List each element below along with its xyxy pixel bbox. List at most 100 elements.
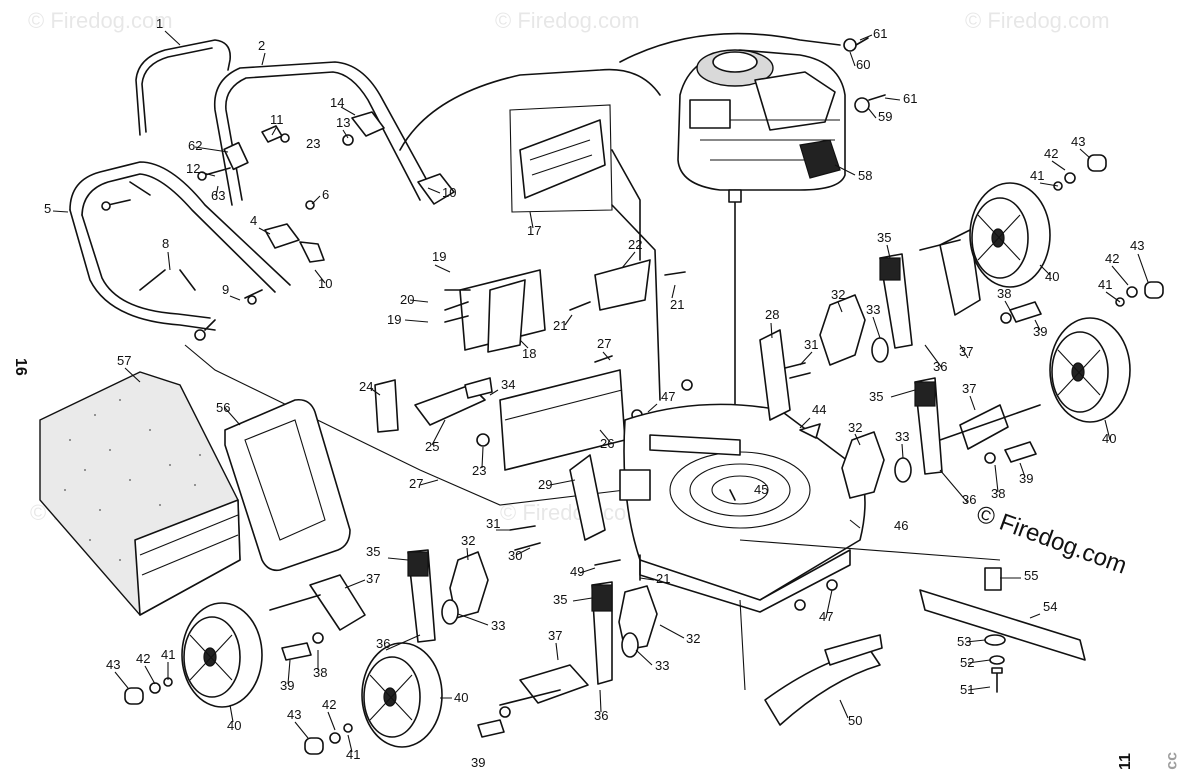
- callout-8: 8: [162, 236, 169, 251]
- callout-13: 13: [336, 115, 350, 130]
- handle-assembly: [69, 39, 455, 341]
- callout-23a: 23: [306, 136, 320, 151]
- callout-58: 58: [858, 168, 872, 183]
- callout-19b: 19: [387, 312, 401, 327]
- wheel-front-right: [1049, 317, 1131, 423]
- callout-57: 57: [117, 353, 131, 368]
- callout-41a: 41: [1030, 168, 1044, 183]
- callout-31b: 31: [804, 337, 818, 352]
- watermark-5: © Firedog.com: [500, 500, 645, 525]
- callout-33a: 33: [866, 302, 880, 317]
- callout-33b: 33: [895, 429, 909, 444]
- watermark-1: © Firedog.com: [28, 8, 173, 33]
- corner-mark-2: ɔɔ: [1164, 752, 1180, 770]
- grass-bag: [39, 371, 351, 616]
- callout-9: 9: [222, 282, 229, 297]
- callout-18: 18: [522, 346, 536, 361]
- callout-35a: 35: [877, 230, 891, 245]
- callout-42d: 42: [322, 697, 336, 712]
- callout-36c: 36: [376, 636, 390, 651]
- callout-63: 63: [211, 188, 225, 203]
- wheel-rear-right: [969, 182, 1051, 288]
- rear-door-assembly: [184, 259, 693, 506]
- callout-2: 2: [258, 38, 265, 53]
- wheel-front-left: [361, 642, 443, 748]
- callout-37b: 37: [962, 381, 976, 396]
- callout-33c: 33: [491, 618, 505, 633]
- callout-61b: 61: [903, 91, 917, 106]
- callout-43a: 43: [1071, 134, 1085, 149]
- callout-42a: 42: [1044, 146, 1058, 161]
- callout-38b: 38: [991, 486, 1005, 501]
- callout-35c: 35: [366, 544, 380, 559]
- callout-32c: 32: [461, 533, 475, 548]
- callout-44: 44: [812, 402, 826, 417]
- callout-43d: 43: [287, 707, 301, 722]
- callout-12: 12: [186, 161, 200, 176]
- callout-21a: 21: [670, 297, 684, 312]
- callout-60: 60: [856, 57, 870, 72]
- callout-39b: 39: [1019, 471, 1033, 486]
- callout-34: 34: [501, 377, 515, 392]
- callout-53: 53: [957, 634, 971, 649]
- callout-32a: 32: [831, 287, 845, 302]
- callout-46: 46: [894, 518, 908, 533]
- callout-28: 28: [765, 307, 779, 322]
- callout-43b: 43: [1130, 238, 1144, 253]
- callout-59: 59: [878, 109, 892, 124]
- wheel-rear-left: [181, 602, 263, 708]
- callout-39c: 39: [280, 678, 294, 693]
- callout-29: 29: [538, 477, 552, 492]
- callout-30: 30: [508, 548, 522, 563]
- callout-35d: 35: [553, 592, 567, 607]
- callout-labels: 1 2 4 5 6 8 9 10 10 11 12 13 14 17 18 19…: [44, 16, 1144, 770]
- callout-26: 26: [600, 436, 614, 451]
- callout-32b: 32: [848, 420, 862, 435]
- callout-11: 11: [270, 112, 284, 127]
- callout-40c: 40: [227, 718, 241, 733]
- callout-37a: 37: [959, 344, 973, 359]
- callout-14: 14: [330, 95, 344, 110]
- throttle-cable: [619, 32, 841, 63]
- callout-37c: 37: [366, 571, 380, 586]
- callout-40d: 40: [454, 690, 468, 705]
- callout-17: 17: [527, 223, 541, 238]
- callout-47a: 47: [661, 389, 675, 404]
- callout-45: 45: [754, 482, 768, 497]
- corner-mark: 11: [1117, 753, 1134, 770]
- callout-10b: 10: [318, 276, 332, 291]
- callout-49: 49: [570, 564, 584, 579]
- callout-24: 24: [359, 379, 373, 394]
- callout-51: 51: [960, 682, 974, 697]
- callout-54: 54: [1043, 599, 1057, 614]
- callout-56: 56: [216, 400, 230, 415]
- callout-36d: 36: [594, 708, 608, 723]
- page-number: 16: [12, 358, 29, 376]
- callout-23b: 23: [472, 463, 486, 478]
- callout-21c: 21: [656, 571, 670, 586]
- callout-20: 20: [400, 292, 414, 307]
- leader-lines: [52, 30, 1149, 753]
- callout-36b: 36: [962, 492, 976, 507]
- callout-6: 6: [322, 187, 329, 202]
- callout-27b: 27: [409, 476, 423, 491]
- callout-40a: 40: [1045, 269, 1059, 284]
- callout-35b: 35: [869, 389, 883, 404]
- callout-55: 55: [1024, 568, 1038, 583]
- callout-42b: 42: [1105, 251, 1119, 266]
- guide-panel-assembly: [509, 104, 661, 401]
- callout-25: 25: [425, 439, 439, 454]
- engine: [677, 37, 886, 491]
- callout-52: 52: [960, 655, 974, 670]
- mower-deck: [619, 403, 1001, 691]
- callout-39a: 39: [1033, 324, 1047, 339]
- callout-33d: 33: [655, 658, 669, 673]
- callout-5: 5: [44, 201, 51, 216]
- callout-21b: 21: [553, 318, 567, 333]
- callout-39d: 39: [471, 755, 485, 770]
- blade-assembly: [764, 567, 1086, 726]
- callout-38a: 38: [997, 286, 1011, 301]
- callout-43c: 43: [106, 657, 120, 672]
